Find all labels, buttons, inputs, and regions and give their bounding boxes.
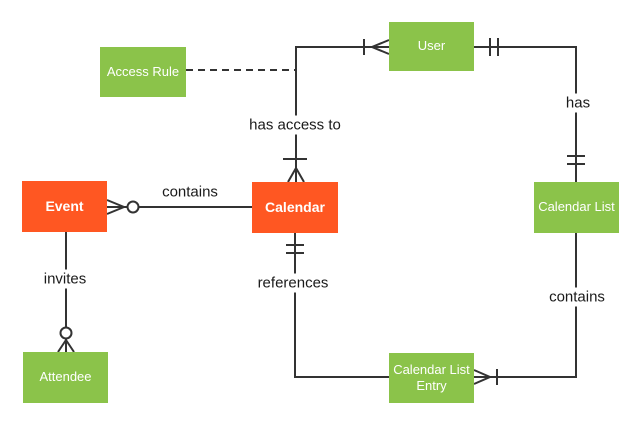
- crows-foot-many-icon: [106, 199, 127, 215]
- entity-event[interactable]: Event: [22, 181, 107, 232]
- edge-label-contains-entries: contains: [545, 287, 609, 307]
- edge-label-contains-event: contains: [158, 182, 222, 202]
- edge-user-has-access-to-calendar: [283, 39, 390, 183]
- edge-entry-references-calendar: [286, 233, 389, 378]
- edge-line: [295, 46, 389, 182]
- edge-label-has: has: [561, 93, 595, 113]
- edge-line: [474, 233, 577, 378]
- edge-calendar-list-contains-entries: [473, 233, 577, 385]
- cardinality-zero-circle-icon: [59, 326, 73, 340]
- entity-attendee[interactable]: Attendee: [23, 352, 108, 403]
- edge-line: [474, 46, 577, 182]
- cardinality-zero-circle-icon: [126, 200, 140, 214]
- edge-calendar-contains-event: [106, 199, 252, 215]
- entity-calendar-list[interactable]: Calendar List: [534, 182, 619, 233]
- crows-foot-many-icon: [57, 338, 75, 353]
- edge-label-invites: invites: [39, 269, 91, 289]
- entity-calendar-list-entry[interactable]: Calendar List Entry: [389, 353, 474, 403]
- crows-foot-many-icon: [369, 39, 390, 55]
- entity-user[interactable]: User: [389, 22, 474, 71]
- entity-access-rule[interactable]: Access Rule: [100, 47, 186, 97]
- crows-foot-many-icon: [473, 369, 493, 385]
- edge-line: [294, 233, 389, 378]
- edge-user-has-calendar-list: [474, 38, 585, 182]
- edge-label-has-access-to: has access to: [245, 115, 345, 135]
- edge-event-invites-attendee: [57, 232, 75, 353]
- crows-foot-many-icon: [287, 165, 305, 183]
- entity-calendar[interactable]: Calendar: [252, 182, 338, 233]
- edge-label-references: references: [253, 273, 333, 293]
